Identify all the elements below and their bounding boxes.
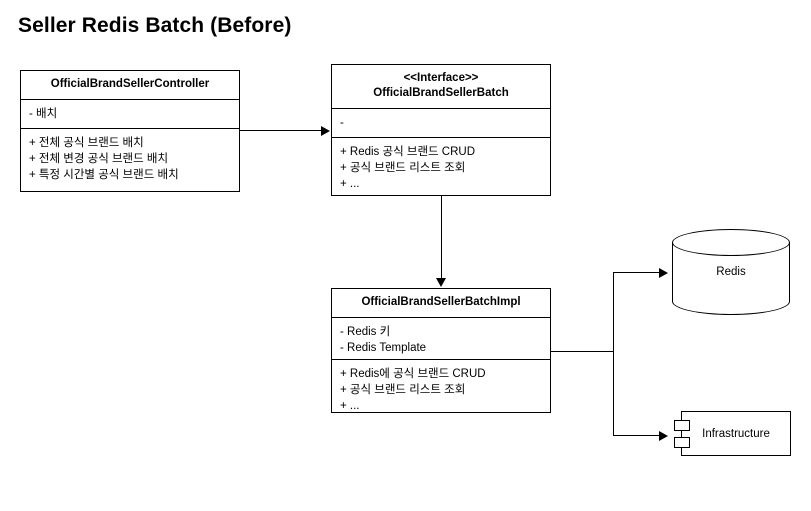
uml-class-impl-header: OfficialBrandSellerBatchImpl (332, 289, 550, 318)
attribute-row: - Redis Template (340, 342, 427, 354)
uml-class-interface-attributes: - (332, 109, 550, 138)
uml-class-interface-header: <<Interface>> OfficialBrandSellerBatch (332, 65, 550, 109)
connector-branch-to-redis (613, 272, 661, 273)
attribute-row: - Redis 키 (340, 326, 391, 338)
operation-row: + 특정 시간별 공식 브랜드 배치 (29, 169, 179, 181)
attribute-row: - (340, 117, 344, 129)
uml-class-controller-operations: + 전체 공식 브랜드 배치 + 전체 변경 공식 브랜드 배치 + 특정 시간… (21, 129, 239, 189)
operation-row: + Redis에 공식 브랜드 CRUD (340, 368, 486, 380)
uml-class-impl-attributes: - Redis 키 - Redis Template (332, 318, 550, 360)
operation-row: + 공식 브랜드 리스트 조회 (340, 162, 466, 174)
cylinder-top (672, 229, 790, 256)
uml-class-impl: OfficialBrandSellerBatchImpl - Redis 키 -… (331, 288, 551, 413)
operation-row: + 전체 변경 공식 브랜드 배치 (29, 153, 169, 165)
uml-class-interface-operations: + Redis 공식 브랜드 CRUD + 공식 브랜드 리스트 조회 + ..… (332, 138, 550, 198)
connector-controller-to-interface (240, 130, 322, 131)
connector-impl-branch-vertical (613, 272, 614, 435)
component-tab-icon (674, 437, 690, 448)
node-redis: Redis (672, 229, 790, 315)
node-infrastructure: Infrastructure (674, 411, 791, 456)
uml-class-controller: OfficialBrandSellerController - 배치 + 전체 … (20, 70, 240, 192)
connector-interface-to-impl (441, 196, 442, 279)
operation-row: + 전체 공식 브랜드 배치 (29, 137, 144, 149)
uml-class-interface: <<Interface>> OfficialBrandSellerBatch -… (331, 64, 551, 196)
uml-class-controller-name: OfficialBrandSellerController (50, 78, 210, 90)
operation-row: + Redis 공식 브랜드 CRUD (340, 146, 476, 158)
connector-impl-branch-stem (551, 351, 613, 352)
operation-row: + ... (340, 178, 360, 190)
connector-branch-to-infrastructure (613, 435, 661, 436)
node-redis-label: Redis (716, 266, 746, 278)
page-title: Seller Redis Batch (Before) (18, 14, 292, 37)
uml-class-controller-header: OfficialBrandSellerController (21, 71, 239, 100)
arrowhead-interface-to-impl (436, 278, 446, 287)
component-tab-icon (674, 420, 690, 431)
node-infrastructure-label: Infrastructure (702, 427, 770, 440)
operation-row: + ... (340, 400, 360, 412)
uml-class-impl-name: OfficialBrandSellerBatchImpl (361, 296, 521, 308)
uml-class-interface-name: OfficialBrandSellerBatch (373, 87, 509, 99)
uml-class-interface-stereotype: <<Interface>> (403, 72, 479, 84)
uml-class-impl-operations: + Redis에 공식 브랜드 CRUD + 공식 브랜드 리스트 조회 + .… (332, 360, 550, 420)
attribute-row: - 배치 (29, 108, 58, 120)
arrowhead-branch-to-redis (659, 268, 668, 278)
arrowhead-branch-to-infrastructure (659, 431, 668, 441)
arrowhead-controller-to-interface (321, 126, 330, 136)
operation-row: + 공식 브랜드 리스트 조회 (340, 384, 466, 396)
uml-class-controller-attributes: - 배치 (21, 100, 239, 129)
